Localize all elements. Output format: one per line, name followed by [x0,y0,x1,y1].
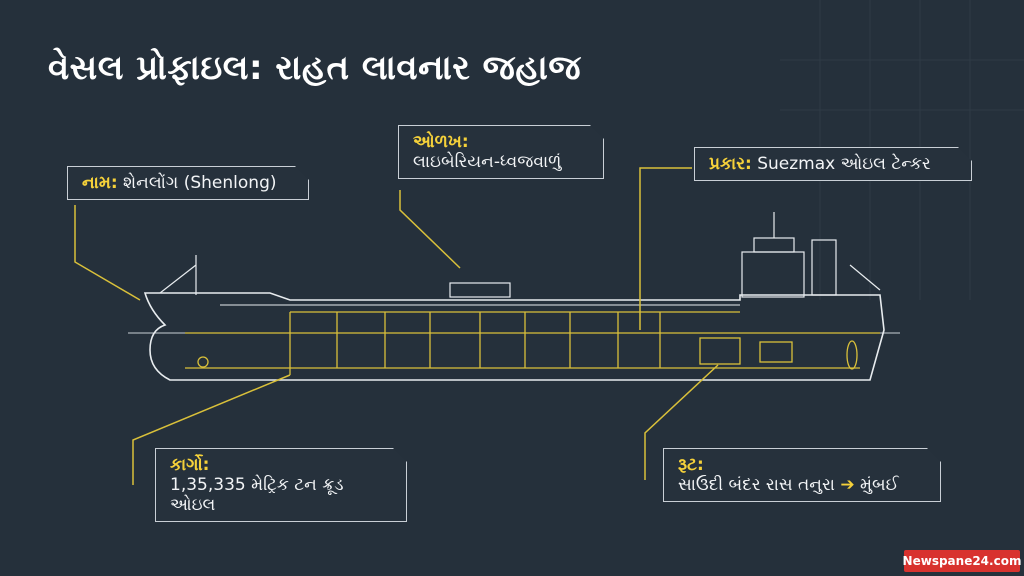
watermark-badge: Newspane24.com [903,550,1021,572]
callout-route-label: રૂટ: [678,455,704,475]
callout-cargo-label: કાર્ગો: [170,455,210,475]
callout-name-label: નામ: [82,173,118,193]
leader-lines [74,167,719,485]
callout-type: પ્રકાર: Suezmax ઓઇલ ટેન્કર [694,147,972,181]
callout-identity-value: લાઇબેરિયન-ધ્વજવાળું [413,152,562,172]
callout-route: રૂટ: સાઉદી બંદર રાસ તનુરા ➔ મુંબઈ [663,448,941,502]
callout-type-label: પ્રકાર: [709,154,752,174]
callout-identity: ઓળખ: લાઇબેરિયન-ધ્વજવાળું [398,125,604,179]
callout-name-value: શેનલોંગ (Shenlong) [123,173,277,193]
arrow-right-icon: ➔ [840,475,855,495]
route-destination: મુંબઈ [859,475,899,495]
callout-type-value: Suezmax ઓઇલ ટેન્કર [757,154,931,174]
callout-identity-label: ઓળખ: [413,132,469,152]
route-origin: સાઉદી બંદર રાસ તનુરા [678,475,835,495]
callout-name: નામ: શેનલોંગ (Shenlong) [67,166,309,200]
page-title: વેસલ પ્રોફાઇલ: રાહત લાવનાર જહાજ [48,48,582,88]
callout-cargo: કાર્ગો: 1,35,335 મેટ્રિક ટન ક્રૂડ ઓઇલ [155,448,407,522]
callout-cargo-value: 1,35,335 મેટ્રિક ટન ક્રૂડ ઓઇલ [170,475,344,515]
